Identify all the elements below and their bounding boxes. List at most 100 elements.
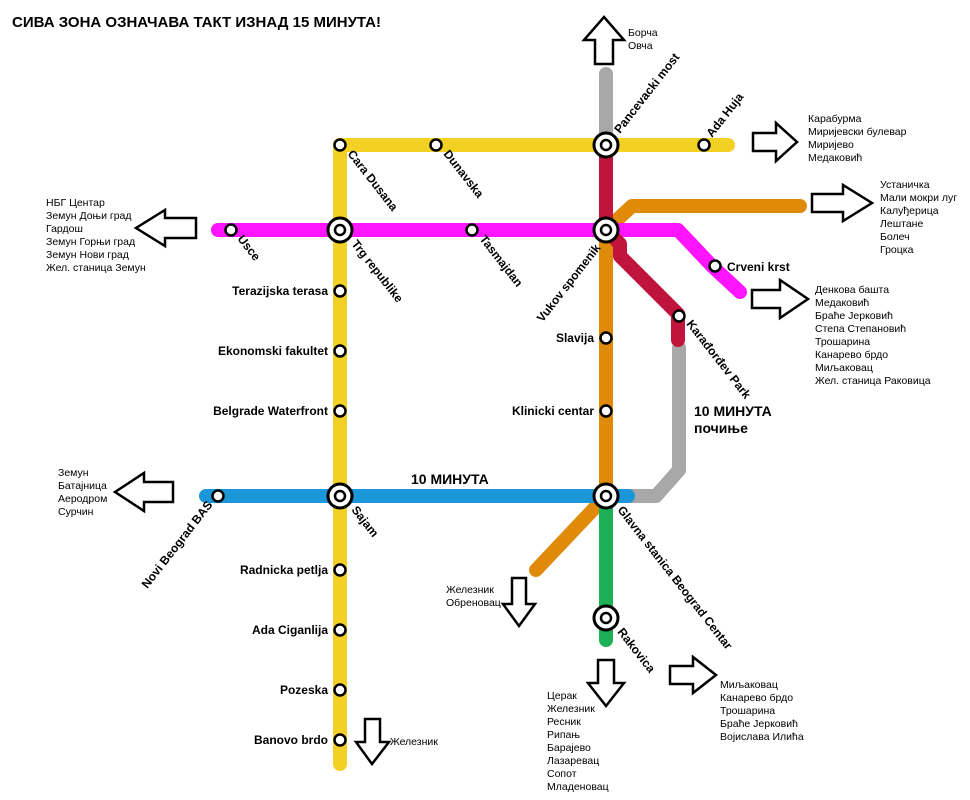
interchange-rakovica[interactable] <box>592 604 620 632</box>
dest-east-low-3: Степа Степановић <box>815 323 906 335</box>
stop-belgrade-waterfront[interactable] <box>333 404 347 418</box>
stop-novi-beograd[interactable] <box>211 489 225 503</box>
arrow-down-icon-obrenovac <box>500 576 538 629</box>
map-title: СИВА ЗОНА ОЗНАЧАВА ТАКТ ИЗНАД 15 МИНУТА! <box>12 14 381 31</box>
dest-north: Борча Овча <box>628 27 658 52</box>
station-labels: Cara Dusana Dunavska Pancevacki most Ada… <box>139 50 790 747</box>
label-klinicki-centar: Klinicki centar <box>512 404 594 418</box>
arrow-down-icon-zeleznik <box>353 717 392 767</box>
stop-karadjordjev-park[interactable] <box>672 309 686 323</box>
dest-east-mid-2: Калуђерица <box>880 205 939 217</box>
stop-tasmajdan[interactable] <box>465 223 479 237</box>
note-ten-minutes: 10 МИНУТА <box>411 471 489 487</box>
label-pancevacki-most: Pancevacki most <box>611 50 682 135</box>
dest-east-low-4: Трошарина <box>815 336 870 348</box>
label-terazijska-terasa: Terazijska terasa <box>232 284 328 298</box>
interchange-vukov-spomenik[interactable] <box>592 216 620 244</box>
dest-east-mid-4: Болеч <box>880 231 910 243</box>
dest-obrenovac: Железник Обреновац <box>446 584 501 609</box>
dest-obrenovac-1: Обреновац <box>446 597 501 609</box>
label-tasmajdan: Tasmajdan <box>477 232 526 289</box>
dest-west-low-3: Сурчин <box>58 506 94 518</box>
stop-pozeska[interactable] <box>333 683 347 697</box>
interchange-pancevacki-most[interactable] <box>592 131 620 159</box>
dest-zeleznik-0: Железник <box>390 736 438 748</box>
label-novi-beograd: Novi Beograd BAS <box>139 498 216 591</box>
dest-east-top-2: Миријево <box>808 139 854 151</box>
dest-south-0: Церак <box>547 690 577 702</box>
dest-southeast-2: Трошарина <box>720 705 775 717</box>
stop-crveni-krst[interactable] <box>708 259 722 273</box>
arrow-right-icon-southeast <box>668 654 719 696</box>
arrow-right-icon-mid <box>810 182 875 224</box>
line-gray-south <box>621 341 686 503</box>
stop-dunavska[interactable] <box>429 138 443 152</box>
arrow-left-icon-top <box>133 207 198 249</box>
dest-west-top-5: Жел. станица Земун <box>46 262 146 274</box>
label-glavna-stanica: Glavna stanica Beograd Centar <box>615 503 736 652</box>
dest-east-low-1: Медаковић <box>815 297 869 309</box>
dest-south-2: Ресник <box>547 716 581 728</box>
stations <box>211 131 722 747</box>
dest-east-top-1: Миријевски булевар <box>808 126 907 138</box>
arrow-up-icon <box>581 15 627 66</box>
label-pozeska: Pozeska <box>280 683 328 697</box>
dest-southeast-0: Миљаковац <box>720 679 778 691</box>
interchange-sajam[interactable] <box>326 482 354 510</box>
stop-radnicka-petlja[interactable] <box>333 563 347 577</box>
dest-west-top-2: Гардош <box>46 223 83 235</box>
interchange-glavna-stanica[interactable] <box>592 482 620 510</box>
stop-usce[interactable] <box>224 223 238 237</box>
dest-west-top: НБГ Центар Земун Доњи град Гардош Земун … <box>46 197 146 274</box>
label-cara-dusana: Cara Dusana <box>345 147 401 214</box>
dest-zeleznik: Железник <box>390 736 438 748</box>
interchange-trg-republike[interactable] <box>326 216 354 244</box>
label-banovo-brdo: Banovo brdo <box>254 733 328 747</box>
dest-south: Церак Железник Ресник Рипањ Барајево Лаз… <box>547 690 609 793</box>
dest-southeast: Миљаковац Канарево брдо Трошарина Браће … <box>720 679 804 743</box>
dest-west-low: Земун Батајница Аеродром Сурчин <box>58 467 107 518</box>
lines <box>199 67 807 771</box>
label-dunavska: Dunavska <box>441 147 487 201</box>
dest-southeast-1: Канарево брдо <box>720 692 793 704</box>
note-ten-minutes-starts-line1: 10 МИНУТА <box>694 403 772 419</box>
stop-ada-ciganlija[interactable] <box>333 623 347 637</box>
dest-obrenovac-0: Железник <box>446 584 494 596</box>
dest-east-top-0: Карабурма <box>808 113 862 125</box>
stop-ada-huja[interactable] <box>697 138 711 152</box>
dest-west-top-0: НБГ Центар <box>46 197 105 209</box>
dest-east-mid-3: Лештане <box>880 218 923 230</box>
stop-terazijska-terasa[interactable] <box>333 284 347 298</box>
dest-south-5: Лазаревац <box>547 755 599 767</box>
dest-east-low: Денкова башта Медаковић Браће Јерковић С… <box>815 284 931 387</box>
dest-west-low-1: Батајница <box>58 480 107 492</box>
label-rakovica: Rakovica <box>615 625 659 675</box>
arrow-left-icon-low <box>112 470 175 514</box>
arrow-down-icon-south <box>585 658 627 709</box>
headway-notes: 10 МИНУТА 10 МИНУТА почиње <box>411 403 772 487</box>
label-belgrade-waterfront: Belgrade Waterfront <box>213 404 328 418</box>
dest-east-mid-1: Мали мокри луг <box>880 192 957 204</box>
stop-banovo-brdo[interactable] <box>333 733 347 747</box>
label-ada-huja: Ada Huja <box>703 90 746 140</box>
dest-east-low-0: Денкова башта <box>815 284 889 296</box>
arrow-right-icon-top <box>751 120 799 164</box>
label-radnicka-petlja: Radnicka petlja <box>240 563 328 577</box>
stop-slavija[interactable] <box>599 331 613 345</box>
dest-south-7: Младеновац <box>547 781 609 793</box>
label-karadjordjev-park: Karađorđev Park <box>684 317 754 402</box>
dest-south-1: Железник <box>547 703 595 715</box>
label-ada-ciganlija: Ada Ciganlija <box>252 623 328 637</box>
stop-klinicki-centar[interactable] <box>599 404 613 418</box>
stop-cara-dusana[interactable] <box>333 138 347 152</box>
stop-ekonomski-fakultet[interactable] <box>333 344 347 358</box>
label-sajam: Sajam <box>349 503 382 539</box>
line-magenta <box>211 223 747 299</box>
dest-north-1: Овча <box>628 40 653 52</box>
dest-west-top-4: Земун Нови град <box>46 249 129 261</box>
line-crimson <box>599 138 685 347</box>
dest-south-3: Рипањ <box>547 729 580 741</box>
dest-east-top: Карабурма Миријевски булевар Миријево Ме… <box>808 113 907 164</box>
dest-west-low-2: Аеродром <box>58 493 107 505</box>
